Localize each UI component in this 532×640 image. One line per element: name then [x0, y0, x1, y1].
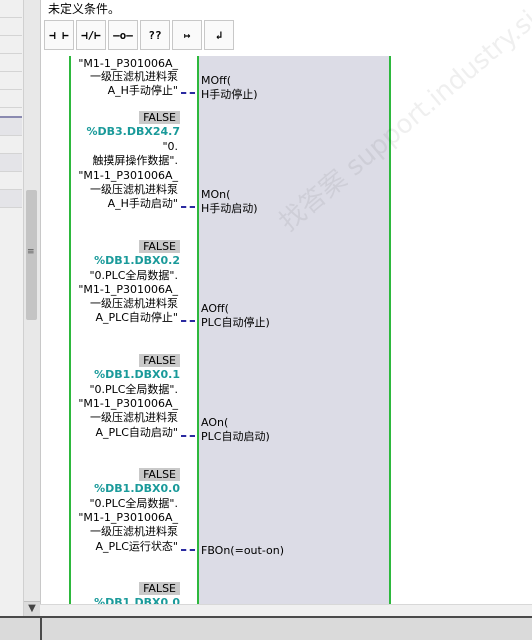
block-input-rail — [197, 56, 199, 604]
tag-comment-line: "0.PLC全局数据". — [89, 269, 178, 282]
tag-comment-line: "M1-1_P301006A_ — [78, 511, 178, 524]
tag-comment-line: "M1-1_P301006A_ — [78, 57, 178, 70]
tag-comment-line: "0. — [162, 140, 178, 153]
connection-line — [181, 435, 195, 437]
operand-address[interactable]: %DB1.DBX0.2 — [94, 254, 180, 267]
tag-comment-line: A_H手动停止" — [107, 84, 178, 97]
connection-line — [181, 206, 195, 208]
tag-comment-line: "M1-1_P301006A_ — [78, 283, 178, 296]
connection-line — [181, 320, 195, 322]
no-contact-icon[interactable]: ⊣ ⊢ — [44, 20, 74, 50]
tag-comment-line: "0.PLC全局数据". — [89, 383, 178, 396]
block-pin-name[interactable]: FBOn(=out-on) — [201, 544, 284, 557]
status-badge: FALSE — [139, 240, 180, 253]
left-power-rail — [69, 56, 71, 604]
status-badge: FALSE — [139, 582, 180, 595]
status-badge: FALSE — [139, 468, 180, 481]
gutter-row — [0, 190, 22, 208]
operand-address[interactable]: %DB1.DBX0.0 — [94, 482, 180, 495]
block-pin-name[interactable]: MOn( — [201, 188, 231, 201]
block-pin-comment: PLC自动启动) — [201, 430, 270, 443]
tag-comment-line: A_PLC自动启动" — [95, 426, 178, 439]
left-gutter: ≡ ▼ — [0, 0, 41, 640]
tag-comment-line: A_PLC运行状态" — [95, 540, 178, 553]
gutter-row — [0, 72, 22, 90]
function-block[interactable] — [199, 56, 389, 604]
status-badge: FALSE — [139, 111, 180, 124]
block-pin-comment: H手动停止) — [201, 88, 258, 101]
tag-comment-line: 一级压滤机进料泵 — [90, 183, 178, 196]
block-pin-name[interactable]: AOn( — [201, 416, 229, 429]
coil-icon[interactable]: –o– — [108, 20, 138, 50]
gutter-row — [0, 54, 22, 72]
ladder-toolbar: ⊣ ⊢ ⊣/⊢ –o– ?? ↦ ↲ — [44, 20, 234, 52]
block-pin-name[interactable]: AOff( — [201, 302, 229, 315]
scroll-thumb[interactable] — [26, 190, 37, 320]
tag-comment-line: "0.PLC全局数据". — [89, 497, 178, 510]
block-output-rail — [389, 56, 391, 604]
horizontal-scrollbar[interactable] — [40, 604, 532, 617]
operand-address[interactable]: %DB1.DBX0.1 — [94, 368, 180, 381]
grip-icon: ≡ — [27, 247, 35, 257]
operand-address[interactable]: %DB3.DBX24.7 — [86, 125, 180, 138]
open-branch-icon[interactable]: ↦ — [172, 20, 202, 50]
close-branch-icon[interactable]: ↲ — [204, 20, 234, 50]
gutter-row — [0, 36, 22, 54]
gutter-marker — [0, 116, 22, 118]
block-pin-comment: H手动启动) — [201, 202, 258, 215]
operand-address[interactable]: %DB1.DBX0.0 — [94, 596, 180, 604]
empty-box-icon[interactable]: ?? — [140, 20, 170, 50]
connection-line — [181, 549, 195, 551]
vertical-scrollbar[interactable]: ≡ ▼ — [23, 0, 40, 616]
bottom-panel — [0, 616, 532, 640]
tag-comment-line: 触摸屏操作数据". — [92, 154, 178, 167]
gutter-row — [0, 90, 22, 108]
block-pin-comment: PLC自动停止) — [201, 316, 270, 329]
gutter-row — [0, 154, 22, 172]
nc-contact-icon[interactable]: ⊣/⊢ — [76, 20, 106, 50]
network-title: 未定义条件。 — [48, 2, 121, 16]
tag-comment-line: 一级压滤机进料泵 — [90, 411, 178, 424]
panel-splitter[interactable] — [40, 618, 42, 640]
tag-comment-line: 一级压滤机进料泵 — [90, 525, 178, 538]
status-badge: FALSE — [139, 354, 180, 367]
gutter-row — [0, 136, 22, 154]
gutter-row — [0, 18, 22, 36]
block-pin-name[interactable]: MOff( — [201, 74, 232, 87]
tag-comment-line: "M1-1_P301006A_ — [78, 169, 178, 182]
gutter-row — [0, 118, 22, 136]
connection-line — [181, 92, 195, 94]
scroll-down-arrow-icon[interactable]: ▼ — [24, 601, 40, 616]
tag-comment-line: A_H手动启动" — [107, 197, 178, 210]
tag-comment-line: A_PLC自动停止" — [95, 311, 178, 324]
gutter-row — [0, 0, 22, 18]
tag-comment-line: "M1-1_P301006A_ — [78, 397, 178, 410]
tag-comment-line: 一级压滤机进料泵 — [90, 70, 178, 83]
tag-comment-line: 一级压滤机进料泵 — [90, 297, 178, 310]
gutter-row — [0, 172, 22, 190]
